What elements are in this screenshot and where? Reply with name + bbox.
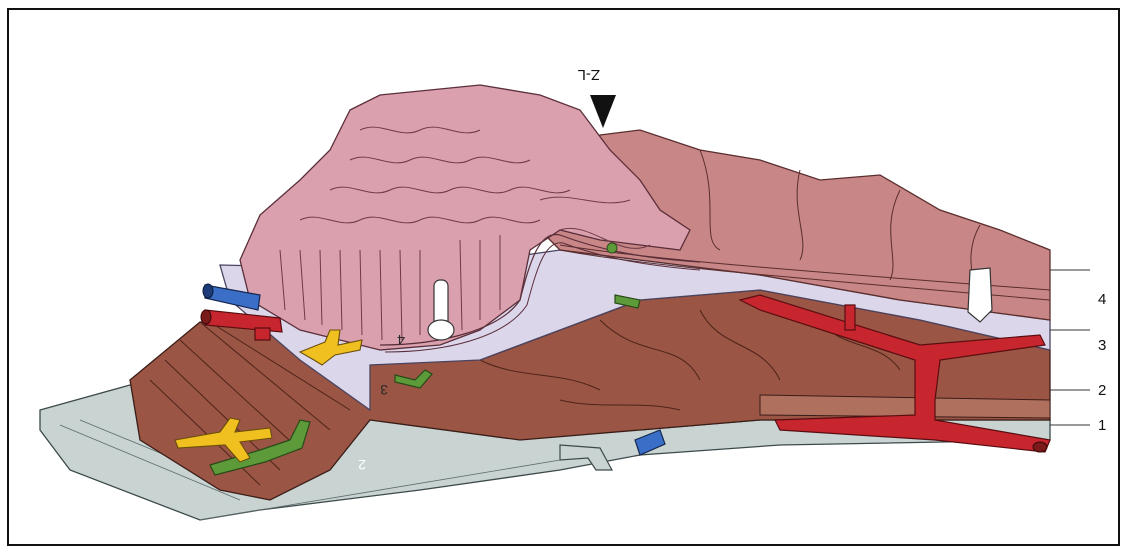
label-layer-4: 4: [1098, 291, 1106, 308]
lymphoid-nodule: [607, 243, 617, 253]
vein-cut-end: [203, 284, 213, 298]
label-layer-2b: b: [1058, 369, 1066, 385]
esophageal-gland: [968, 268, 992, 322]
right-labels: c b a 4 3 b 2 a 1: [1050, 270, 1106, 434]
inline-label-2: 2: [358, 457, 366, 473]
artery-cut-end-left: [201, 310, 211, 324]
label-layer-4b: b: [1058, 291, 1066, 307]
z-line-arrow: [590, 95, 616, 128]
inline-label-4: 4: [397, 332, 405, 348]
label-layer-4a: a: [1058, 309, 1066, 325]
label-layer-3: 3: [1098, 337, 1106, 354]
label-layer-4c: c: [1058, 275, 1065, 291]
artery-cut-end: [1033, 442, 1047, 452]
label-layer-1: 1: [1098, 417, 1106, 434]
label-layer-2a: a: [1058, 397, 1066, 413]
z-line-label: Z-L: [578, 66, 601, 83]
label-layer-2: 2: [1098, 382, 1106, 399]
inline-label-3: 3: [380, 382, 388, 398]
